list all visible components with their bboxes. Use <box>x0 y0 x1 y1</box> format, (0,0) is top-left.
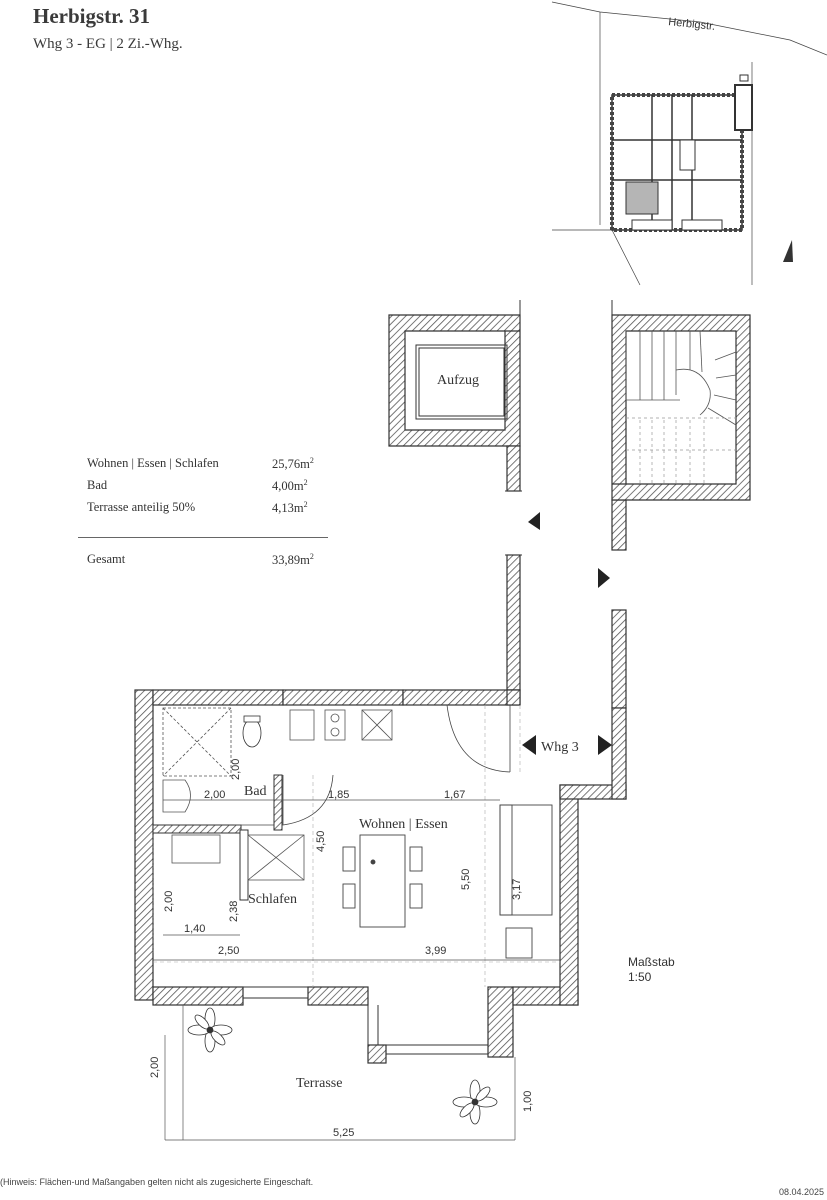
dim-label: 1,00 <box>522 1091 534 1112</box>
area-value: 4,13m2 <box>272 500 308 516</box>
corridor <box>505 300 627 709</box>
dim-label: 2,00 <box>230 759 242 780</box>
staircase <box>611 314 751 501</box>
room-label-aufzug: Aufzug <box>437 373 479 388</box>
direction-arrow-icon <box>598 568 610 588</box>
room-label-whg: Whg 3 <box>541 740 579 755</box>
dim-label: 1,85 <box>328 789 349 801</box>
area-row: Bad 4,00m2 <box>87 478 332 500</box>
bed <box>152 834 221 955</box>
direction-arrow-icon <box>528 512 540 530</box>
room-label-bad: Bad <box>244 784 267 799</box>
room-label-schlafen: Schlafen <box>248 892 297 907</box>
page-title: Herbigstr. 31 <box>33 4 151 28</box>
dim-label: 4,50 <box>315 831 327 852</box>
dim-label: 2,50 <box>218 945 239 957</box>
area-table: Wohnen | Essen | Schlafen 25,76m2 Bad 4,… <box>87 456 332 522</box>
scale-label: Maßstab <box>628 955 675 969</box>
dim-label: 2,38 <box>228 901 240 922</box>
room-label-terrasse: Terrasse <box>296 1076 342 1091</box>
page-subtitle: Whg 3 - EG | 2 Zi.-Whg. <box>33 36 183 52</box>
plant-icon <box>187 1007 233 1053</box>
dim-label: 2,00 <box>204 789 225 801</box>
dim-label: 5,50 <box>460 869 472 890</box>
dim-label: 2,00 <box>149 1057 161 1078</box>
plan-date: 08.04.2025 <box>778 1187 824 1197</box>
area-value: 25,76m2 <box>272 456 314 472</box>
highlighted-unit <box>625 181 659 215</box>
dim-label: 3,17 <box>511 879 523 900</box>
site-plan: Herbigstr. <box>551 1 827 286</box>
north-arrow-icon <box>783 240 793 262</box>
disclaimer: (Hinweis: Flächen-und Maßangaben gelten … <box>0 1177 314 1187</box>
street-label: Herbigstr. <box>668 16 716 33</box>
area-row: Terrasse anteilig 50% 4,13m2 <box>87 500 332 522</box>
area-label: Wohnen | Essen | Schlafen <box>87 456 219 470</box>
area-label: Terrasse anteilig 50% <box>87 500 196 514</box>
doors <box>234 704 511 826</box>
dim-label: 5,25 <box>333 1127 354 1139</box>
entry-arrow-icon <box>522 735 536 755</box>
dim-label: 1,67 <box>444 789 465 801</box>
area-divider <box>78 537 328 538</box>
area-row: Wohnen | Essen | Schlafen 25,76m2 <box>87 456 332 478</box>
dim-label: 3,99 <box>425 945 446 957</box>
area-total-label: Gesamt <box>87 552 126 566</box>
area-total-value: 33,89m2 <box>272 552 314 568</box>
dim-label: 1,40 <box>184 923 205 935</box>
entry-arrow-icon <box>598 735 612 755</box>
area-total: Gesamt 33,89m2 <box>87 552 332 567</box>
room-label-wohnen: Wohnen | Essen <box>359 817 448 832</box>
apartment-walls <box>134 689 627 1064</box>
elevator-shaft: Aufzug <box>388 314 521 447</box>
scale-value: 1:50 <box>628 970 652 984</box>
furniture <box>342 804 553 959</box>
area-value: 4,00m2 <box>272 478 308 494</box>
plant-icon <box>452 1079 498 1125</box>
dim-label: 2,00 <box>163 891 175 912</box>
scale-note: Maßstab 1:50 <box>628 955 675 985</box>
bathroom-fixtures <box>162 707 393 881</box>
area-label: Bad <box>87 478 108 492</box>
